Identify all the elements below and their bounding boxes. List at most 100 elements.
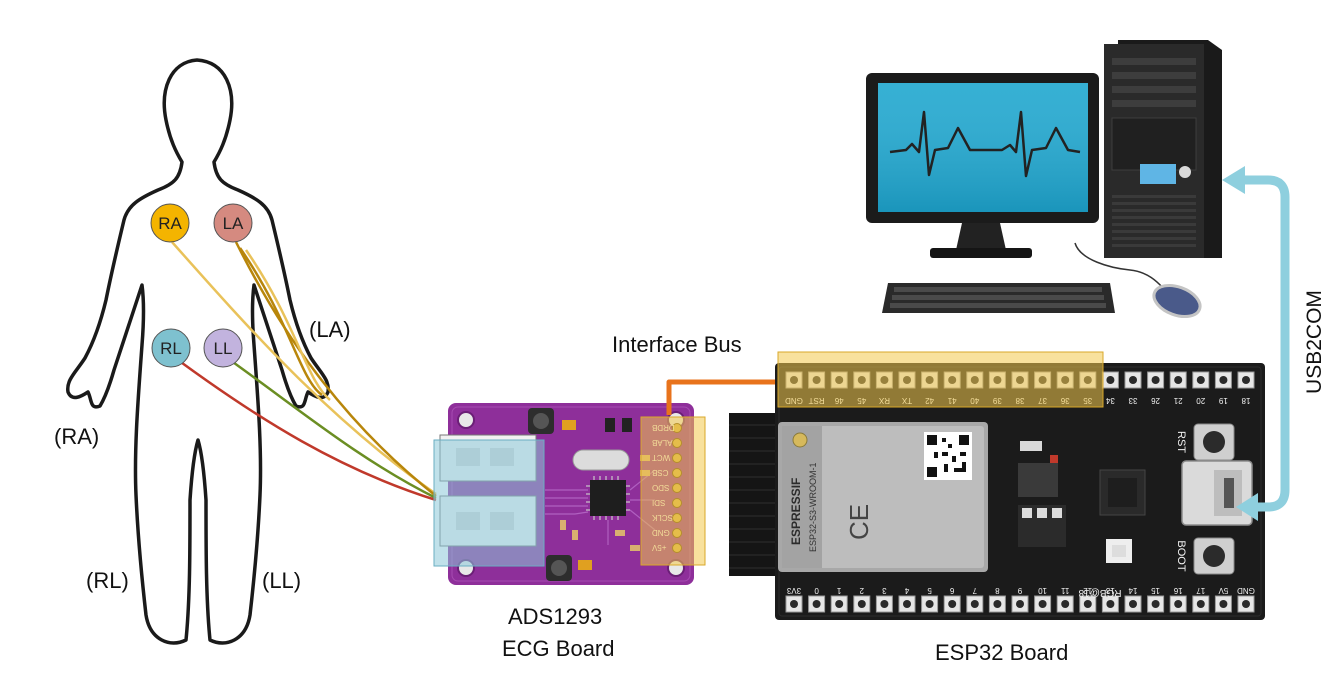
limb-label-left-arm: (LA) <box>309 317 351 342</box>
esp32-pin-hole <box>1219 376 1228 384</box>
interface-bus-line <box>666 379 790 415</box>
esp32-module-brand: ESPRESSIF <box>789 478 803 545</box>
esp32-pin-label: 17 <box>1196 586 1205 595</box>
esp32-pin-label: 18 <box>1241 396 1250 405</box>
pc-tower-icon <box>1104 40 1222 258</box>
esp32-pin-label: 13 <box>1105 586 1114 595</box>
esp32-pin-label: 5 <box>927 586 932 595</box>
esp32-pin-hole <box>993 600 1002 608</box>
esp32-pin-label: 20 <box>1196 396 1205 405</box>
esp32-pin-label: 34 <box>1105 396 1114 405</box>
esp32-pin-hole <box>1242 600 1250 608</box>
electrode-ll: LL <box>203 328 243 368</box>
esp32-pin-label: 3V3 <box>786 586 801 595</box>
usb-link-arrow <box>1243 175 1290 512</box>
esp32-pin-hole <box>880 600 889 608</box>
esp32-pin-hole <box>1196 600 1205 608</box>
esp32-module-model: ESP32-S3-WROOM-1 <box>808 462 818 552</box>
lead-wire <box>234 241 437 497</box>
esp32-pin-label: 3 <box>882 586 887 595</box>
esp32-pin-hole <box>835 600 844 608</box>
interface-bus-highlight <box>777 351 1104 408</box>
esp32-pin-label: 8 <box>995 586 1000 595</box>
esp32-pin-label: 1 <box>836 586 841 595</box>
esp32-pin-hole <box>1174 376 1183 384</box>
mouse-icon <box>1074 242 1202 319</box>
electrode-rl-label: RL <box>160 339 182 358</box>
esp32-pin-hole <box>1038 600 1047 608</box>
ecg-board-label-line2: ECG Board <box>502 636 615 661</box>
esp32-pin-hole <box>1083 600 1092 608</box>
esp32-pin-hole <box>1129 376 1137 384</box>
ce-mark-icon: CE <box>844 504 874 540</box>
esp32-pin-label: 14 <box>1128 586 1137 595</box>
keyboard-icon <box>882 283 1115 313</box>
rst-label: RST <box>1175 431 1187 453</box>
esp32-pin-hole <box>948 600 957 608</box>
limb-label-left-leg: (LL) <box>262 568 302 593</box>
esp32-pin-label: 5V <box>1218 586 1228 595</box>
rgb-led-label: RGB@18 <box>1078 587 1121 598</box>
ecg-board: DRDBALABWCTCSBSDOSDISCLKGND+5V <box>433 403 706 585</box>
qr-code-icon <box>924 432 972 480</box>
lead-wire <box>177 358 437 502</box>
lead-wire <box>171 241 437 496</box>
esp32-pin-label: 26 <box>1151 396 1160 405</box>
limb-label-right-arm: (RA) <box>54 424 100 449</box>
human-body-outline <box>66 58 330 645</box>
electrode-rl: RL <box>151 328 191 368</box>
usb-arrowhead-bottom-icon <box>1236 493 1258 521</box>
esp32-pin-hole <box>812 600 821 608</box>
esp32-top-pin-header: GNDRST4645RXTX42414039383736353433262120… <box>777 351 1255 408</box>
lead-wire <box>238 247 323 397</box>
esp32-pin-label: 0 <box>814 586 819 595</box>
esp32-board: GNDRST4645RXTX42414039383736353433262120… <box>729 351 1265 620</box>
lead-wire <box>229 358 437 500</box>
esp32-pin-label: 4 <box>904 586 909 595</box>
esp32-board-label: ESP32 Board <box>935 640 1069 665</box>
electrode-ra-label: RA <box>158 214 182 233</box>
electrode-ll-label: LL <box>214 339 233 358</box>
esp32-pin-label: 6 <box>949 586 954 595</box>
esp32-pin-label: 33 <box>1128 396 1137 405</box>
esp32-pin-hole <box>1151 600 1160 608</box>
esp32-pin-label: 16 <box>1173 586 1182 595</box>
usb-label: USB2COM <box>1303 290 1326 394</box>
esp32-pin-hole <box>1242 376 1250 384</box>
esp32-pin-hole <box>1129 600 1137 608</box>
esp32-pin-label: 12 <box>1083 586 1092 595</box>
esp32-pin-hole <box>1061 600 1070 608</box>
esp32-pin-hole <box>790 600 798 608</box>
lead-wires <box>171 241 437 502</box>
limb-label-right-leg: (RL) <box>86 568 129 593</box>
esp32-pin-label: 15 <box>1151 586 1160 595</box>
ecg-waveform <box>889 110 1081 178</box>
usb-arrowhead-top-icon <box>1222 166 1245 194</box>
esp32-pin-hole <box>1016 600 1024 608</box>
interface-bus-label: Interface Bus <box>612 332 742 357</box>
ecg-board-label-line1: ADS1293 <box>508 604 603 629</box>
esp32-pin-label: GND <box>1237 586 1255 595</box>
usb-port-icon <box>1181 460 1253 526</box>
boot-button: BOOT <box>1175 537 1235 575</box>
boot-label: BOOT <box>1175 540 1187 571</box>
esp32-pin-hole <box>903 600 911 608</box>
esp32-pin-hole <box>1174 600 1183 608</box>
electrode-la-label: LA <box>223 214 244 233</box>
esp32-pin-hole <box>1106 600 1115 608</box>
electrode-la: LA <box>213 203 253 243</box>
esp32-pin-hole <box>1196 376 1205 384</box>
rst-button: RST <box>1175 423 1235 461</box>
esp32-pin-label: 19 <box>1218 396 1227 405</box>
esp32-pin-hole <box>1106 376 1115 384</box>
esp32-pin-label: 21 <box>1173 396 1182 405</box>
esp32-pin-label: 7 <box>972 586 977 595</box>
lead-wire <box>244 249 331 401</box>
electrode-ra: RA <box>150 203 190 243</box>
esp32-pin-hole <box>857 600 866 608</box>
monitor-icon <box>866 73 1099 258</box>
esp32-pin-label: 9 <box>1017 586 1022 595</box>
desktop-computer <box>866 40 1222 319</box>
